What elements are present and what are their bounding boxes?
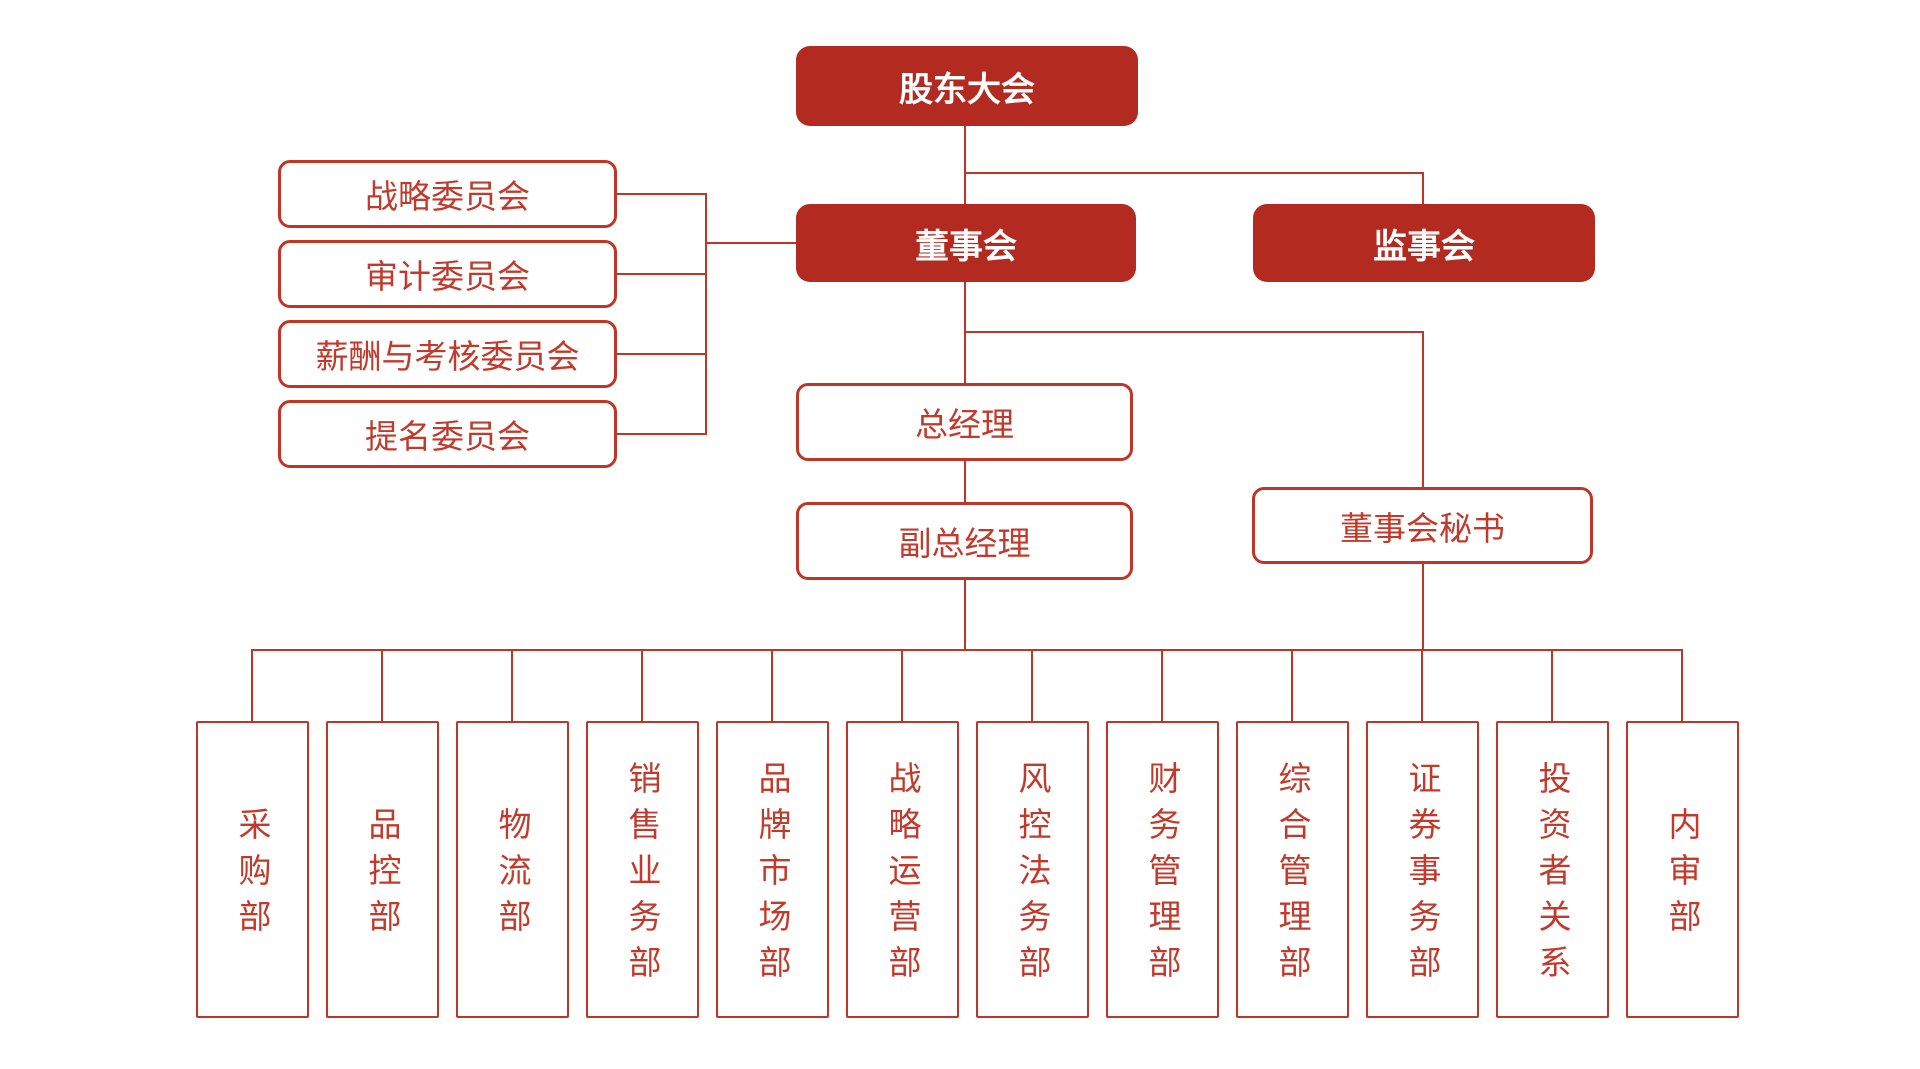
- connector-line: [964, 580, 966, 650]
- connector-line: [964, 331, 1424, 333]
- connector-line: [251, 649, 253, 721]
- node-label: 提名委员会: [365, 418, 530, 455]
- node-department-risk-legal: 风控法务部: [976, 721, 1089, 1018]
- connector-line: [705, 193, 707, 435]
- node-label: 采购部: [234, 807, 271, 945]
- node-label: 内审部: [1664, 807, 1701, 945]
- connector-line: [1422, 564, 1424, 650]
- node-label: 投资者关系: [1534, 761, 1571, 991]
- connector-line: [381, 649, 383, 721]
- connector-line: [617, 353, 707, 355]
- node-label: 品牌市场部: [754, 761, 791, 991]
- node-board-of-directors: 董事会: [796, 204, 1136, 282]
- connector-line: [964, 126, 966, 204]
- node-board-secretary: 董事会秘书: [1252, 487, 1593, 564]
- connector-line: [964, 461, 966, 502]
- node-general-manager: 总经理: [796, 383, 1133, 461]
- node-label: 综合管理部: [1274, 761, 1311, 991]
- node-label: 战略运营部: [884, 761, 921, 991]
- node-label: 风控法务部: [1014, 761, 1051, 991]
- node-department-sales: 销售业务部: [586, 721, 699, 1018]
- node-department-quality-control: 品控部: [326, 721, 439, 1018]
- node-label: 副总经理: [898, 525, 1031, 562]
- node-label: 审计委员会: [365, 258, 530, 295]
- connector-line: [1291, 649, 1293, 721]
- connector-line: [511, 649, 513, 721]
- connector-line: [705, 242, 796, 244]
- node-label: 薪酬与考核委员会: [315, 338, 580, 375]
- connector-line: [641, 649, 643, 721]
- connector-line: [901, 649, 903, 721]
- node-department-logistics: 物流部: [456, 721, 569, 1018]
- node-department-investor-relations: 投资者关系: [1496, 721, 1609, 1018]
- node-label: 品控部: [364, 807, 401, 945]
- node-committee-nomination: 提名委员会: [278, 400, 617, 468]
- connector-line: [617, 273, 707, 275]
- connector-line: [617, 433, 707, 435]
- node-label: 总经理: [915, 406, 1014, 443]
- node-label: 证券事务部: [1404, 761, 1441, 991]
- connector-line: [251, 649, 1683, 651]
- connector-line: [617, 193, 707, 195]
- node-label: 董事会: [915, 227, 1017, 266]
- node-label: 监事会: [1373, 227, 1475, 266]
- connector-line: [1031, 649, 1033, 721]
- node-department-brand-marketing: 品牌市场部: [716, 721, 829, 1018]
- node-department-finance: 财务管理部: [1106, 721, 1219, 1018]
- node-committee-compensation: 薪酬与考核委员会: [278, 320, 617, 388]
- connector-line: [1422, 172, 1424, 204]
- connector-line: [1681, 649, 1683, 721]
- node-label: 董事会秘书: [1340, 509, 1505, 547]
- node-department-procurement: 采购部: [196, 721, 309, 1018]
- node-label: 股东大会: [899, 70, 1035, 109]
- node-department-securities-affairs: 证券事务部: [1366, 721, 1479, 1018]
- connector-line: [771, 649, 773, 721]
- node-deputy-general-manager: 副总经理: [796, 502, 1133, 580]
- node-department-general-admin: 综合管理部: [1236, 721, 1349, 1018]
- node-label: 财务管理部: [1144, 761, 1181, 991]
- node-supervisory-board: 监事会: [1253, 204, 1595, 282]
- connector-line: [1161, 649, 1163, 721]
- node-committee-audit: 审计委员会: [278, 240, 617, 308]
- connector-line: [1551, 649, 1553, 721]
- connector-line: [964, 172, 1424, 174]
- node-department-strategy-operations: 战略运营部: [846, 721, 959, 1018]
- connector-line: [1421, 649, 1423, 721]
- node-shareholders-meeting: 股东大会: [796, 46, 1138, 126]
- node-label: 销售业务部: [624, 761, 661, 991]
- node-label: 物流部: [494, 807, 531, 945]
- node-committee-strategy: 战略委员会: [278, 160, 617, 228]
- node-label: 战略委员会: [365, 178, 530, 215]
- connector-line: [1422, 331, 1424, 487]
- node-department-internal-audit: 内审部: [1626, 721, 1739, 1018]
